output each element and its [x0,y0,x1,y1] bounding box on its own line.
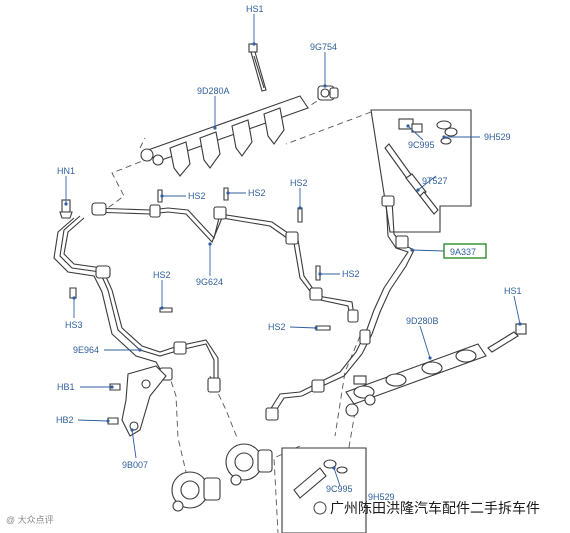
fuel-pipe-9a337 [265,195,415,421]
label-hs2-f: HS2 [268,322,286,332]
highlight-box-9a337 [443,243,487,259]
label-9h529-bottom: 9H529 [368,492,395,502]
label-9b007: 9B007 [122,460,148,470]
label-hs2-a: HS2 [188,191,206,201]
label-9c995-bottom: 9C995 [326,484,353,494]
fuel-rail-bottom [345,343,487,417]
label-hb1: HB1 [57,382,75,392]
label-9e964: 9E964 [73,345,99,355]
label-hs1-right: HS1 [504,286,522,296]
wechat-logo-icon [313,501,327,515]
label-9a337: 9A337 [450,247,476,257]
label-9h529-top: 9H529 [484,132,511,142]
label-hs2-d: HS2 [342,269,360,279]
fuel-pipe-upper [91,202,359,323]
part-labels: HS1 9G754 9D280A 9H529 9C995 9T527 HN1 H… [56,4,522,502]
label-hs2-e: HS2 [153,270,171,280]
fuel-pump-left [171,471,221,512]
fuel-pump-right [225,443,273,486]
label-hs2-b: HS2 [248,188,266,198]
label-9d280a: 9D280A [197,86,230,96]
label-hs3: HS3 [65,320,83,330]
hs1-bolt-right [487,323,527,353]
injector-callout-box-bottom [281,447,367,533]
label-hs1-top: HS1 [246,4,264,14]
watermark: 广州陈田洪隆汽车配件二手拆车件 @ 大众点评 [6,500,540,525]
injector-callout-box-top [370,109,472,233]
label-hb2: HB2 [56,415,74,425]
label-9g754: 9G754 [310,42,337,52]
watermark-corner: @ 大众点评 [6,514,54,525]
label-hs2-c: HS2 [290,178,308,188]
fuel-rail-top [140,95,309,177]
label-9g624: 9G624 [196,277,223,287]
hn1-stud [59,199,73,219]
hs1-bolt-top [248,43,267,92]
mounting-bracket [121,365,167,437]
label-hn1: HN1 [57,166,75,176]
label-9t527: 9T527 [422,176,448,186]
fuel-pipe-lower-left [53,215,221,393]
label-9d280b: 9D280B [406,316,439,326]
leader-lines [64,14,522,487]
label-9c995-top: 9C995 [408,140,435,150]
fuel-pressure-sensor [317,85,339,101]
watermark-text: 广州陈田洪隆汽车配件二手拆车件 [330,500,540,517]
